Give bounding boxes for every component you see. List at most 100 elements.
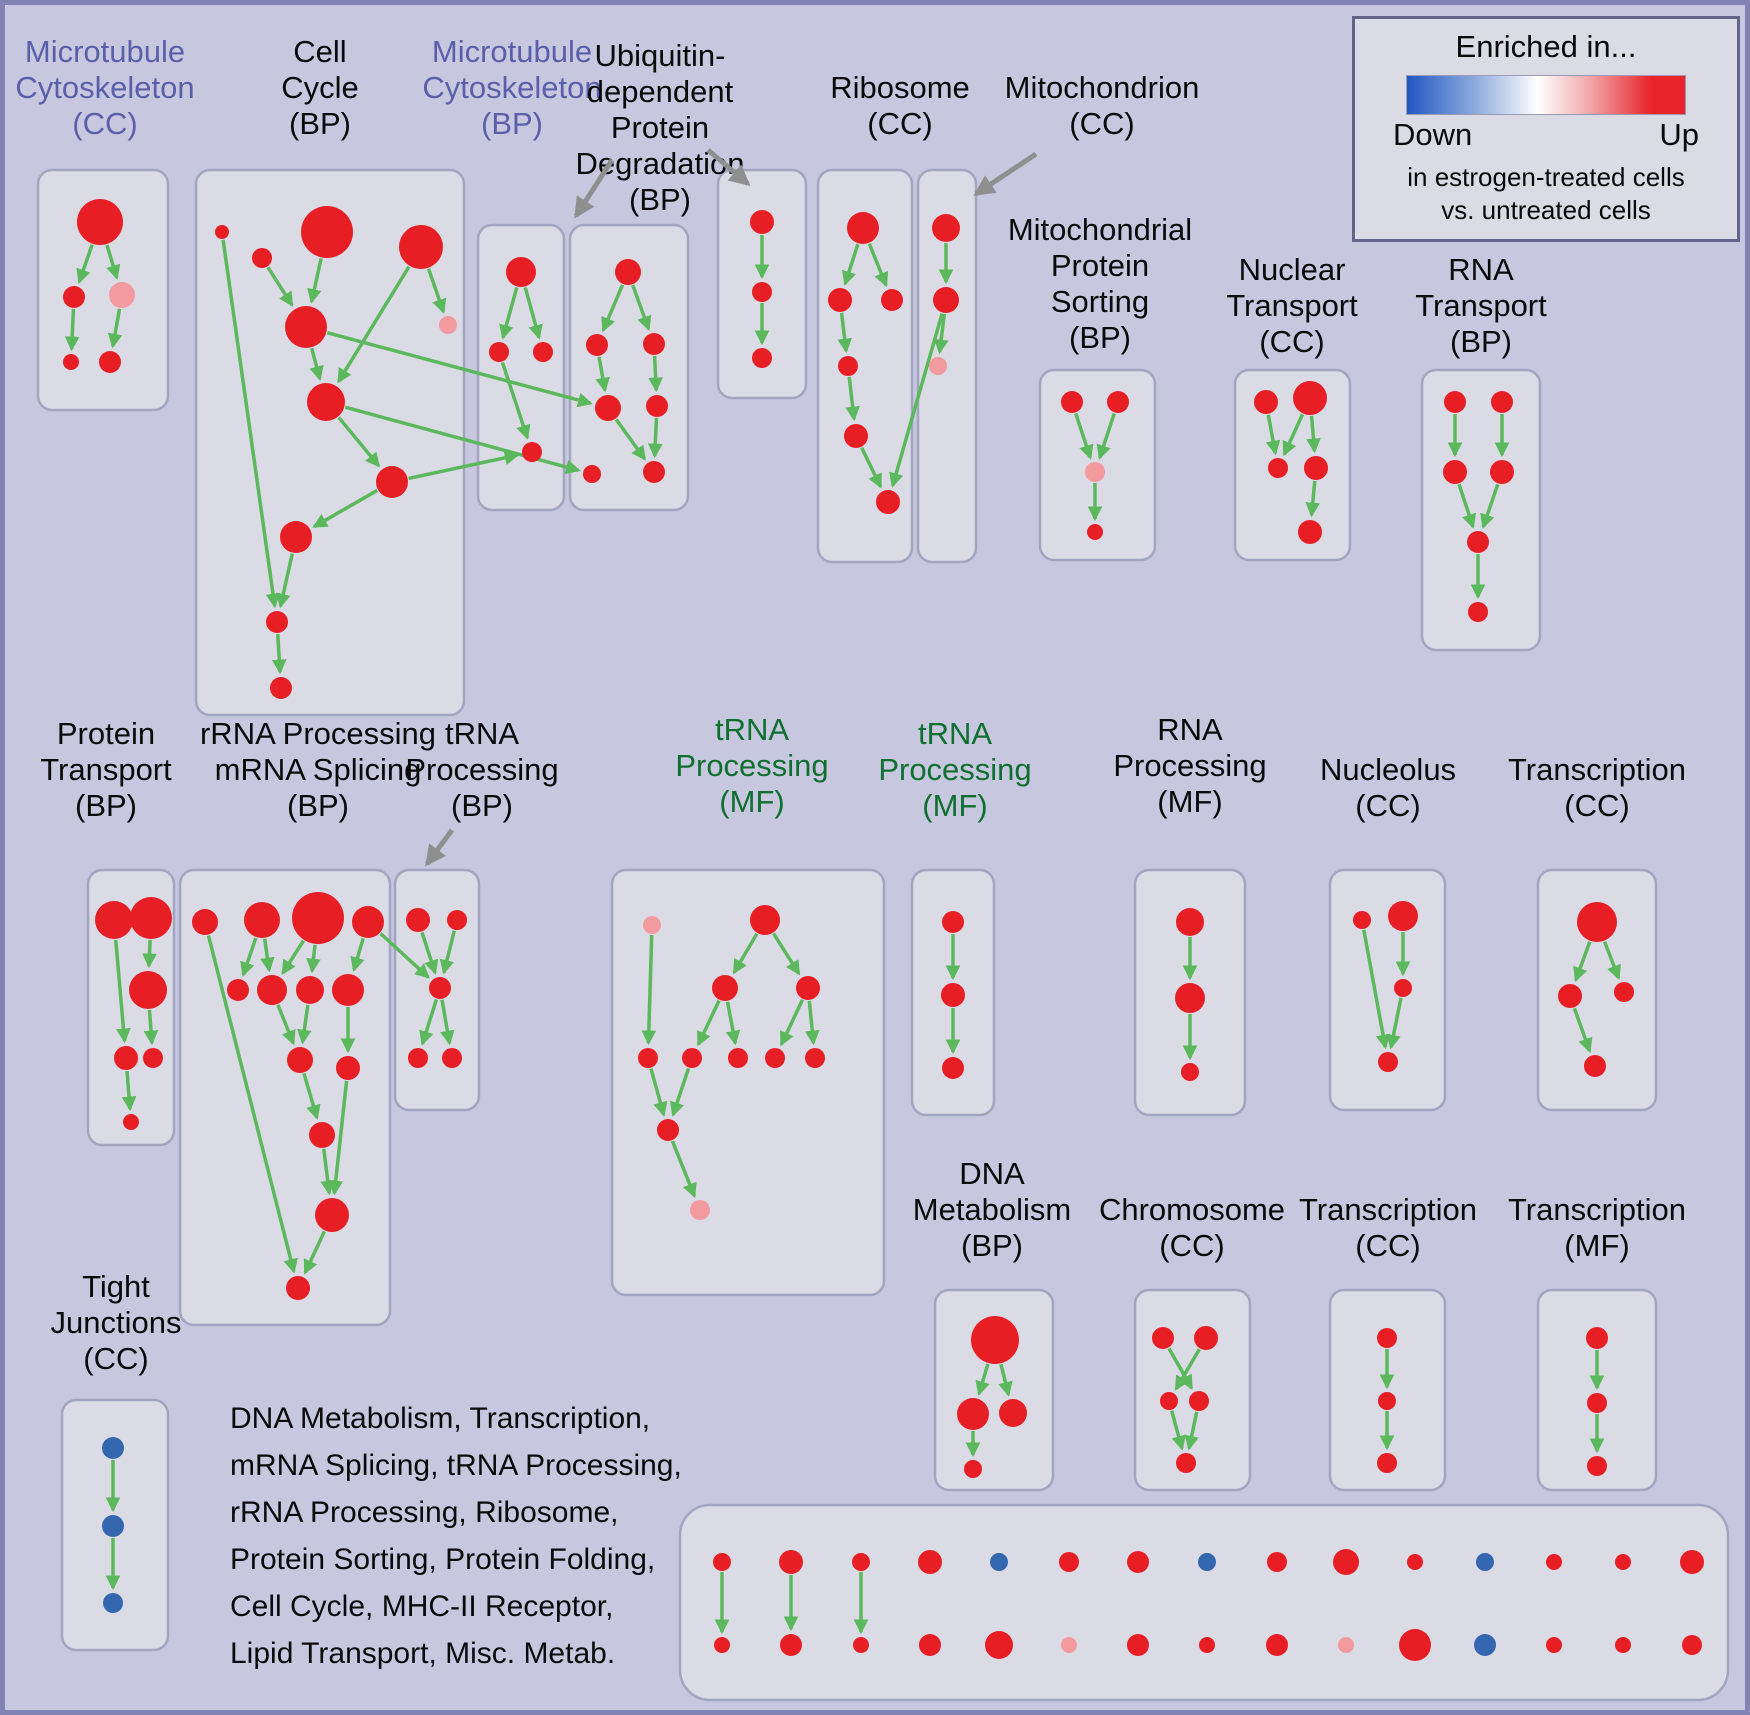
node-ch0 <box>1152 1327 1174 1349</box>
edge-pt1-pt2 <box>142 939 157 969</box>
node-ms0 <box>1061 391 1083 413</box>
label-pointer-0 <box>573 158 615 219</box>
edge-ub0-ub1 <box>601 284 625 333</box>
group-box-misc-cluster <box>678 1503 1730 1702</box>
edge-tm0-tm4 <box>641 934 657 1046</box>
node-rr6 <box>296 976 324 1004</box>
edge-ub1-ub3 <box>595 356 610 393</box>
node-tn0 <box>942 911 964 933</box>
edge-pt2-pt4 <box>143 1009 159 1046</box>
edge-rr10-rr11 <box>320 1148 336 1196</box>
node-ch4 <box>1176 1453 1196 1473</box>
node-cc2 <box>301 206 353 258</box>
node-rt3 <box>1490 460 1514 484</box>
node-rb2 <box>881 289 903 311</box>
legend-gradient-bar <box>1406 75 1686 115</box>
node-mbt2 <box>852 1553 870 1571</box>
legend-title: Enriched in... <box>1455 29 1637 64</box>
edge-rr2-rr5 <box>281 939 305 976</box>
edge-cc4-cc6 <box>309 347 324 381</box>
node-cc0 <box>215 225 229 239</box>
node-rr2 <box>292 892 344 944</box>
node-cc10 <box>270 677 292 699</box>
node-mbt7 <box>1198 1553 1216 1571</box>
node-rr0 <box>192 909 218 935</box>
edge-dm0-dm2 <box>998 1363 1013 1397</box>
node-ms3 <box>1087 524 1103 540</box>
node-ms2 <box>1085 462 1105 482</box>
edge-rb3-rb4 <box>845 376 860 422</box>
node-mt0 <box>932 214 960 242</box>
node-dm3 <box>964 1460 982 1478</box>
edge-ub2-ub4 <box>648 355 663 393</box>
group-box-transcription-cc-low <box>1328 1288 1447 1492</box>
node-pt4 <box>143 1048 163 1068</box>
edge-cc1-cc4 <box>266 266 294 307</box>
node-rr8 <box>287 1047 313 1073</box>
node-rr12 <box>286 1276 310 1300</box>
label-transcription-cc-mid: Transcription(CC) <box>1508 752 1686 823</box>
node-nc3 <box>1378 1052 1398 1072</box>
label-transcription-mf: Transcription(MF) <box>1508 1192 1686 1263</box>
node-mcc2 <box>109 282 135 308</box>
edge-tc0-tc2 <box>1602 940 1621 981</box>
node-ub6 <box>643 461 665 483</box>
node-mbt14 <box>1680 1550 1704 1574</box>
edge-rr6-rr8 <box>297 1004 312 1045</box>
edge-rb1-rb3 <box>837 312 852 354</box>
node-cc3 <box>399 225 443 269</box>
node-rt4 <box>1467 531 1489 553</box>
node-rt5 <box>1468 602 1488 622</box>
edge-nc2-nc3 <box>1386 997 1403 1050</box>
edge-mcc1-mcc3 <box>64 308 80 352</box>
node-tm1 <box>750 905 780 935</box>
label-chromosome: Chromosome(CC) <box>1099 1192 1285 1263</box>
edge-tc1-tc3 <box>1572 1007 1593 1054</box>
edge-mcc2-mcc4 <box>107 308 123 349</box>
legend-up-label: Up <box>1659 117 1699 152</box>
node-dm2 <box>999 1399 1027 1427</box>
node-rr9 <box>336 1056 360 1080</box>
node-mcc3 <box>63 354 79 370</box>
group-box-microtubule-bp <box>476 223 566 512</box>
node-rr1 <box>244 902 280 938</box>
node-uv0 <box>750 210 774 234</box>
node-rp2 <box>1181 1063 1199 1081</box>
node-tm5 <box>682 1048 702 1068</box>
node-tn2 <box>942 1057 964 1079</box>
node-tf2 <box>1587 1456 1607 1476</box>
node-tc0 <box>1577 902 1617 942</box>
node-ch3 <box>1189 1391 1209 1411</box>
edge-tm1-tm2 <box>732 932 759 975</box>
edge-rr0-rr12 <box>206 935 298 1274</box>
edge-cc6-ub5 <box>344 405 581 475</box>
node-nc1 <box>1388 901 1418 931</box>
edge-pt0-pt3 <box>113 939 131 1044</box>
edge-ch3-ch4 <box>1184 1411 1199 1451</box>
node-mbb7 <box>1199 1637 1215 1653</box>
group-box-nuclear-transport <box>1233 368 1352 562</box>
node-tf0 <box>1586 1327 1608 1349</box>
edge-ch2-ch4 <box>1169 1410 1186 1451</box>
node-mbt11 <box>1476 1553 1494 1571</box>
node-rr7 <box>332 974 364 1006</box>
edge-ms0-ms2 <box>1074 412 1094 460</box>
node-pt0 <box>95 901 133 939</box>
edge-tm1-tm3 <box>772 932 801 976</box>
edge-rr5-rr8 <box>276 1004 296 1046</box>
edge-cc7-mbp3 <box>408 450 520 481</box>
node-tm6 <box>728 1048 748 1068</box>
edge-nc0-nc3 <box>1362 929 1391 1050</box>
edge-tb0-tb2 <box>420 931 439 975</box>
edge-tc0-tc1 <box>1573 941 1592 983</box>
group-box-rrna-processing-mrna-splicing <box>178 868 392 1327</box>
node-cc9 <box>266 611 288 633</box>
node-tm7 <box>765 1048 785 1068</box>
node-mt1 <box>933 287 959 313</box>
node-tb3 <box>408 1048 428 1068</box>
node-mbb11 <box>1474 1634 1496 1656</box>
legend-updown-row: Down Up <box>1393 117 1699 153</box>
node-tj2 <box>103 1593 123 1613</box>
